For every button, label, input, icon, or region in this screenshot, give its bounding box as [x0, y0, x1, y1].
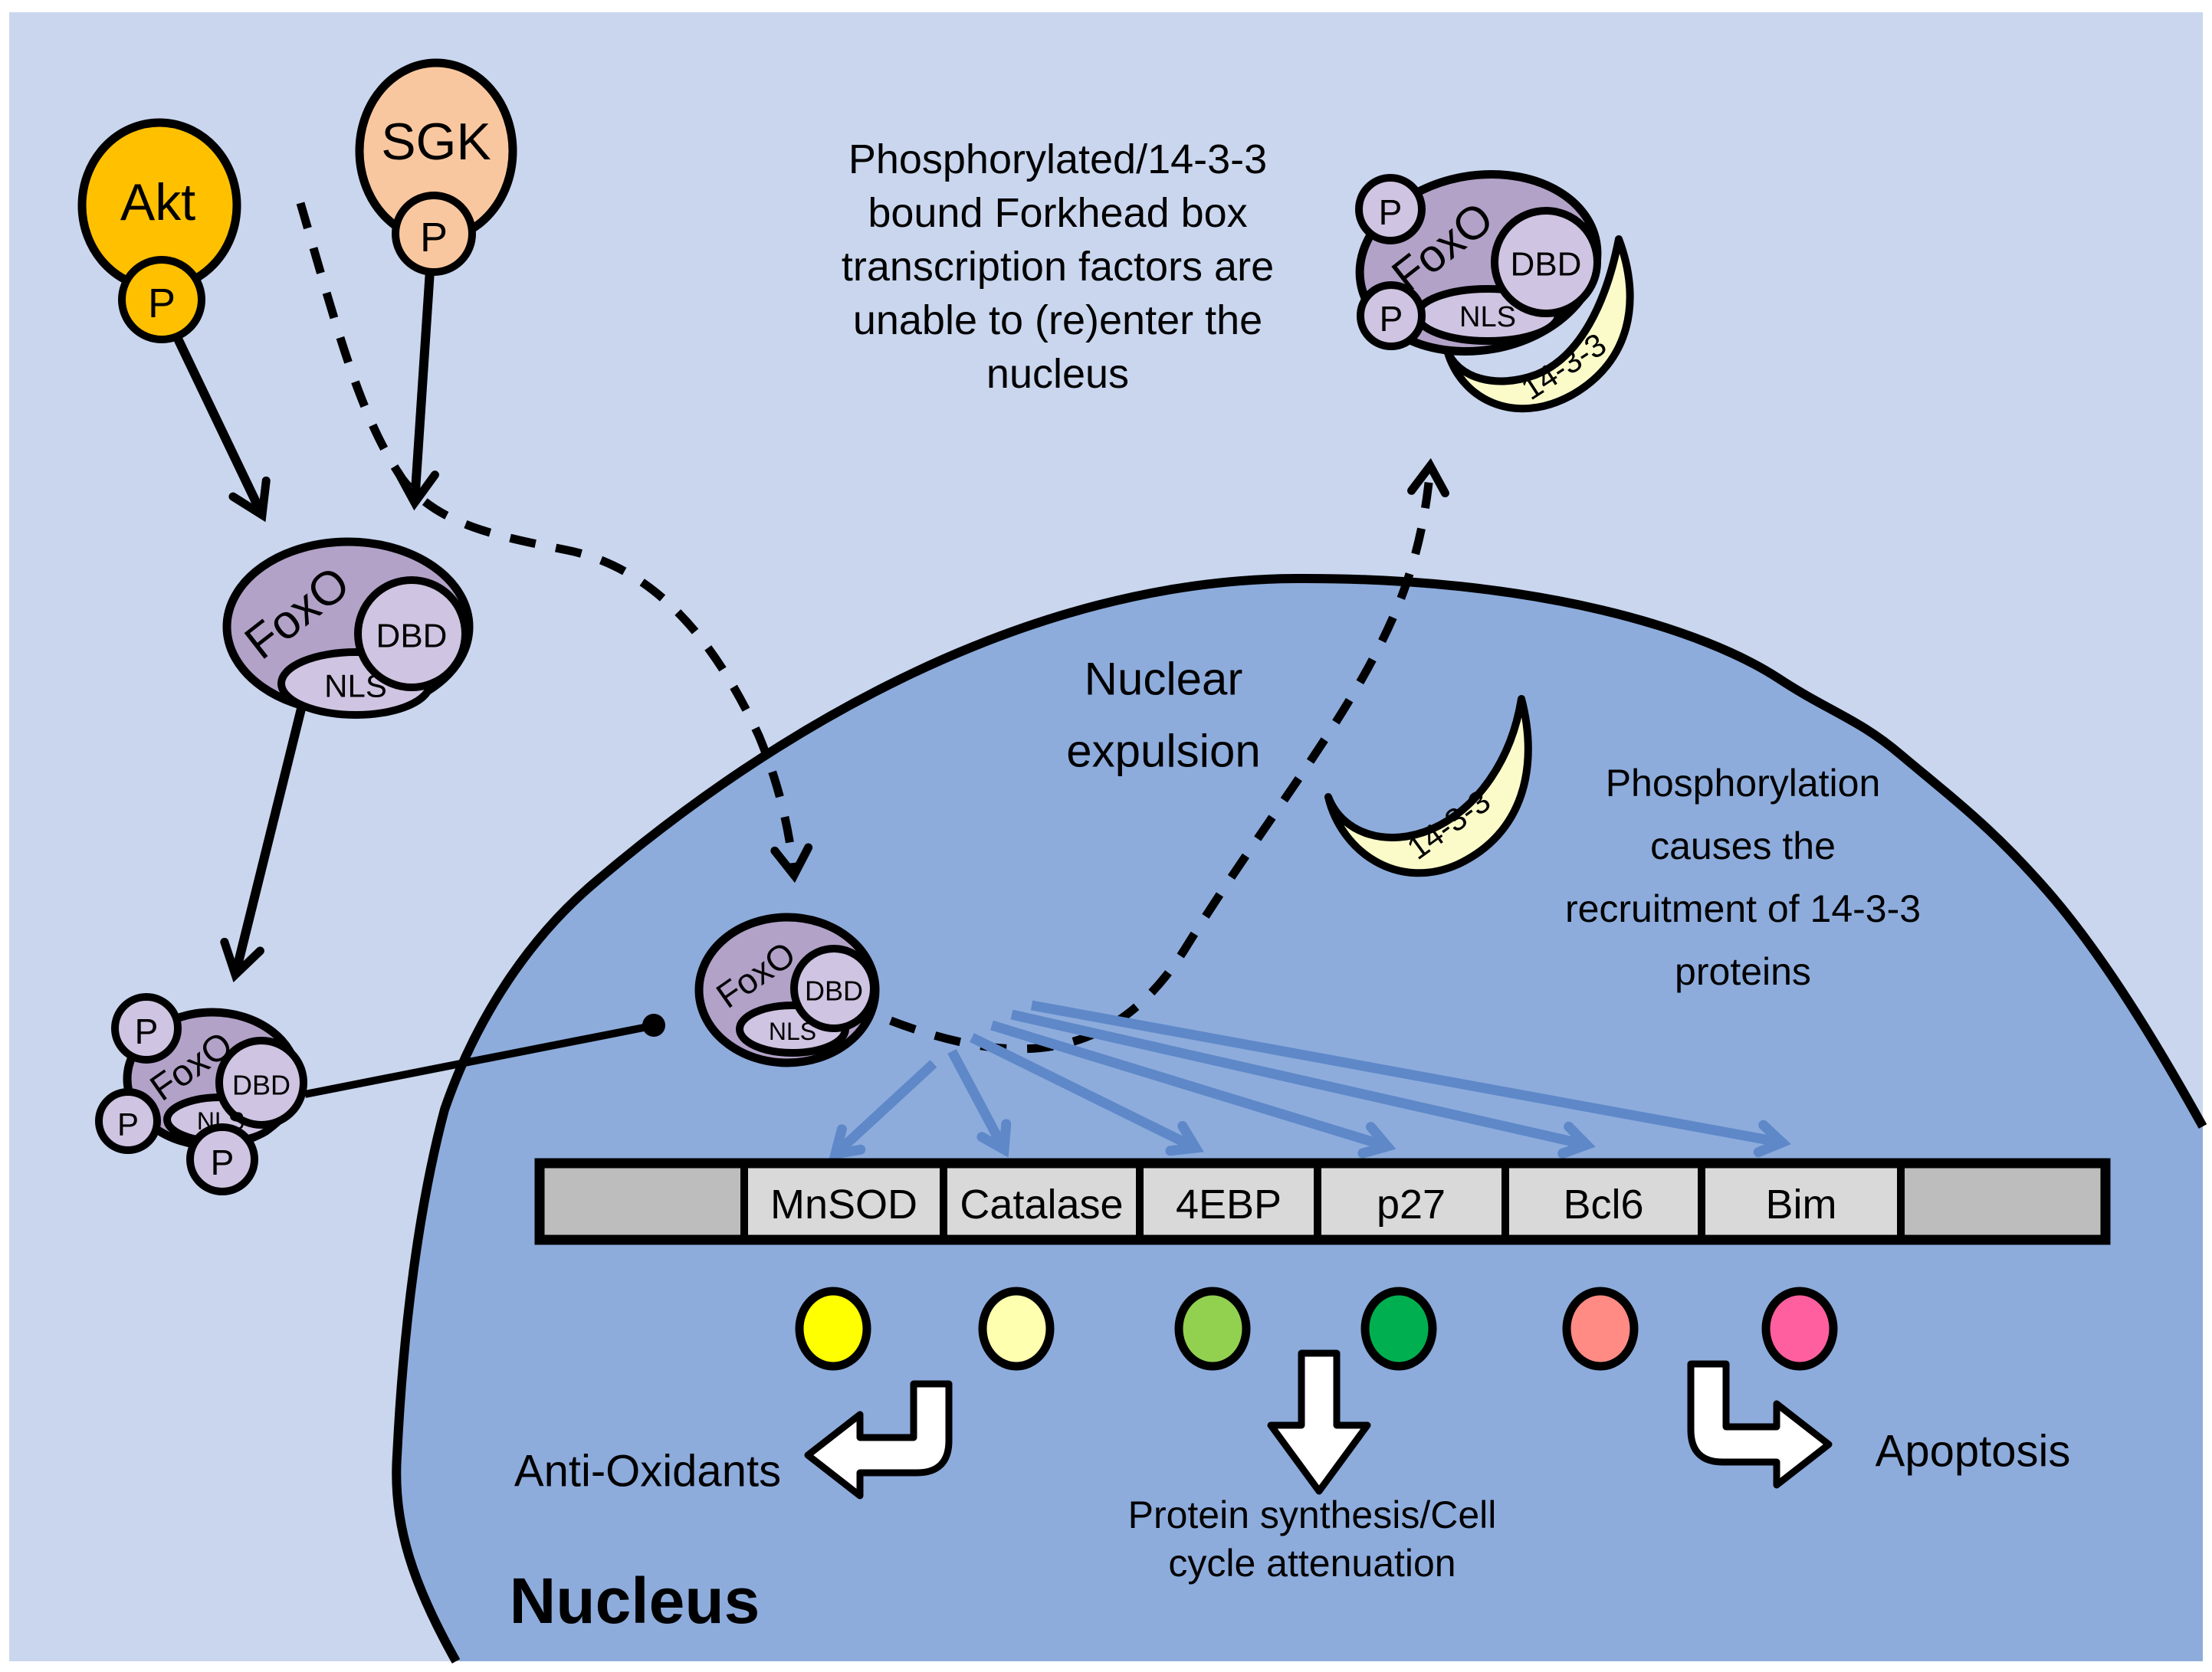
transcription-arrow-mnsod	[829, 1060, 937, 1161]
annotation-blocked-line3: transcription factors are	[842, 244, 1274, 290]
annotation-blocked-line5: nucleus	[986, 351, 1129, 397]
transcription-arrows	[829, 1000, 1791, 1161]
annotation-blocked-line4: unable to (re)enter the	[853, 297, 1262, 343]
apoptosis-bent-arrow	[1687, 1360, 1833, 1489]
dot-mnsod	[795, 1287, 871, 1371]
gene-label-4ebp: 4EBP	[1176, 1182, 1282, 1228]
phospho-foxo-dbd-domain	[215, 1037, 307, 1129]
transcription-arrow-bim	[1030, 1000, 1791, 1158]
phospho-foxo-dbd-label: DBD	[232, 1070, 290, 1101]
annotation-blocked-line2: bound Forkhead box	[868, 190, 1247, 236]
protein-synthesis-line1: Protein synthesis/Cell	[1128, 1493, 1497, 1536]
gene-bar-right-spacer	[1901, 1163, 2105, 1240]
dot-catalase	[978, 1287, 1055, 1371]
gene-label-bim: Bim	[1766, 1182, 1837, 1228]
transcription-arrow-catalase	[947, 1048, 1012, 1158]
gene-bar-border	[534, 1158, 2111, 1245]
foxo-nls-label: NLS	[324, 668, 387, 704]
phospho-foxo-p3-label: P	[211, 1143, 235, 1182]
transcription-arrow-p27	[990, 1020, 1396, 1159]
cytoplasmic-foxo: FoxO DBD NLS	[222, 537, 474, 719]
dot-p27	[1360, 1287, 1437, 1371]
nuclear-foxo-nls-label: NLS	[769, 1018, 816, 1045]
connector-dot	[642, 1014, 665, 1037]
annotation-expulsion-line1: Nuclear	[1085, 654, 1243, 705]
annotation-expulsion-line2: expulsion	[1066, 726, 1261, 777]
akt-phosphate-label: P	[148, 280, 176, 326]
akt-label: Akt	[120, 173, 195, 231]
outcome-arrows	[804, 1349, 1833, 1500]
gene-bar-base	[540, 1163, 2105, 1240]
expelled-foxo-complex: FoxO DBD NLS P P 14-3-3	[1355, 170, 1634, 413]
foxo-dbd-domain	[354, 576, 469, 691]
nuclear-14-3-3-crescent	[1324, 695, 1532, 877]
sgk-label: SGK	[381, 113, 491, 171]
phospho-foxo-connector-line	[304, 1024, 645, 1098]
gene-label-bcl6: Bcl6	[1563, 1182, 1643, 1228]
akt-kinase: Akt P	[77, 118, 241, 343]
dot-bcl6	[1562, 1287, 1639, 1371]
protein-synthesis-label: Protein synthesis/Cell cycle attenuation	[1128, 1493, 1497, 1585]
annotation-recruitment-line2: causes the	[1650, 825, 1836, 867]
nuclear-foxo-dbd-label: DBD	[805, 975, 863, 1007]
akt-to-foxo-arrow	[173, 336, 271, 523]
expelled-foxo-p2	[1357, 281, 1426, 350]
nuclear-foxo-dbd-domain	[790, 945, 878, 1032]
expelled-foxo-p1-label: P	[1379, 192, 1403, 232]
gene-bar-left-spacer	[540, 1163, 744, 1240]
nuclear-envelope-outline	[392, 573, 2207, 1664]
gene-label-p27: p27	[1377, 1182, 1446, 1228]
apoptosis-label: Apoptosis	[1876, 1427, 2071, 1477]
dot-bim	[1761, 1287, 1838, 1371]
annotation-recruitment-line4: proteins	[1675, 950, 1811, 993]
phospho-foxo-p2-label: P	[117, 1106, 139, 1143]
sgk-phosphate-label: P	[420, 215, 448, 261]
akt-phosphate	[118, 256, 205, 343]
nuclear-foxo: FoxO DBD NLS	[694, 913, 880, 1067]
annotation-blocked-line1: Phosphorylated/14-3-3	[848, 136, 1267, 182]
protein-synthesis-line2: cycle attenuation	[1168, 1542, 1456, 1585]
expelled-14-3-3-crescent	[1443, 235, 1634, 413]
expelled-foxo-dbd-label: DBD	[1511, 246, 1582, 284]
kinase-to-nuclear-foxo-dashed-arrow	[296, 202, 813, 884]
sgk-kinase: SGK P	[355, 58, 517, 276]
foxo-dbd-label: DBD	[376, 618, 448, 655]
transcription-arrow-4ebp	[970, 1033, 1204, 1156]
expelled-foxo-p2-label: P	[1380, 299, 1403, 339]
sgk-phosphate	[392, 192, 476, 276]
expelled-foxo-p1	[1355, 174, 1426, 244]
phospho-foxo-p1-label: P	[135, 1011, 159, 1051]
sgk-to-foxo-arrow	[394, 270, 439, 511]
nuclear-expulsion-dashed-arrow	[889, 457, 1449, 1054]
phospho-foxo: FoxO DBD NLS P P P	[95, 993, 307, 1195]
nucleus-title: Nucleus	[510, 1565, 760, 1637]
phospho-foxo-p1	[111, 993, 182, 1064]
expelled-foxo-nls-label: NLS	[1459, 301, 1516, 333]
expelled-foxo-dbd-domain	[1491, 207, 1601, 317]
phospho-foxo-p3	[186, 1123, 258, 1195]
phospho-foxo-p2	[95, 1088, 161, 1154]
transcription-arrow-bcl6	[1010, 1009, 1596, 1159]
annotation-recruitment-line3: recruitment of 14-3-3	[1565, 887, 1921, 930]
gene-label-mnsod: MnSOD	[770, 1182, 917, 1228]
foxo-to-phospho-foxo-arrow	[220, 704, 307, 982]
promoter-dots	[795, 1287, 1838, 1371]
annotation-recruitment-line1: Phosphorylation	[1606, 762, 1881, 805]
phospho-foxo-nls-label: NLS	[197, 1107, 245, 1135]
annotation-recruitment: Phosphorylation causes the recruitment o…	[1565, 762, 1921, 993]
gene-bar: MnSOD Catalase 4EBP p27 Bcl6 Bim	[534, 1158, 2111, 1245]
dot-4ebp	[1174, 1287, 1251, 1371]
annotation-nuclear-expulsion: Nuclear expulsion	[1066, 654, 1261, 777]
gene-bar-dividers	[740, 1163, 1905, 1240]
annotation-blocked-reentry: Phosphorylated/14-3-3 bound Forkhead box…	[842, 136, 1274, 397]
antioxidants-bent-arrow	[804, 1380, 953, 1500]
gene-label-catalase: Catalase	[960, 1182, 1123, 1228]
antioxidants-label: Anti-Oxidants	[514, 1447, 781, 1497]
protein-synthesis-down-arrow	[1267, 1349, 1371, 1495]
